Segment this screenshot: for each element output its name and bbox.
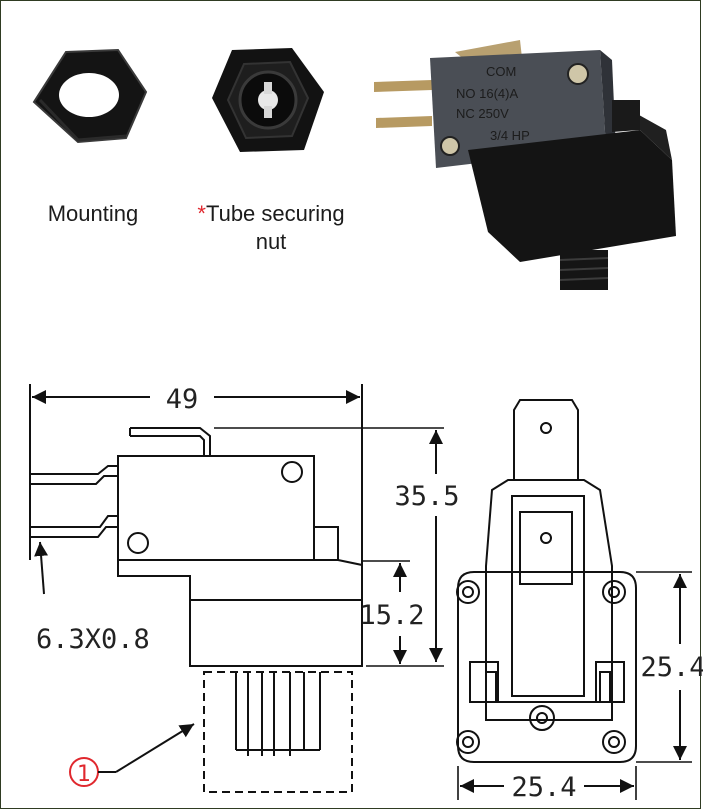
dim-overall-height: 35.5 xyxy=(394,481,459,512)
callout-number: 1 xyxy=(77,762,91,787)
front-view xyxy=(456,399,692,800)
switch-label-no: NO 16(4)A xyxy=(456,86,518,101)
dim-overall-length: 49 xyxy=(166,384,199,415)
tube-nut-caption: *Tube securing nut xyxy=(182,200,360,256)
dim-body-height: 15.2 xyxy=(359,600,424,631)
dim-base-height: 25.4 xyxy=(640,652,703,683)
callout-1: 1 xyxy=(69,723,195,787)
tube-nut-outline xyxy=(203,671,353,793)
pressure-switch-photo: COM NO 16(4)A NC 250V 3/4 HP xyxy=(374,40,676,290)
switch-label-com: COM xyxy=(486,64,516,79)
mounting-caption-text: Mounting xyxy=(47,201,139,226)
dim-terminal: 6.3X0.8 xyxy=(36,624,150,655)
switch-label-nc: NC 250V xyxy=(456,106,509,121)
mounting-nut-photo xyxy=(32,48,148,144)
dim-base-width: 25.4 xyxy=(511,772,576,803)
tube-nut-caption-line2: nut xyxy=(255,229,287,254)
tube-nut-caption-line1: Tube securing xyxy=(205,201,345,226)
tube-securing-nut-photo xyxy=(212,48,324,152)
mounting-caption: Mounting xyxy=(28,200,158,228)
switch-label-hp: 3/4 HP xyxy=(490,128,530,143)
required-asterisk: * xyxy=(197,201,206,226)
